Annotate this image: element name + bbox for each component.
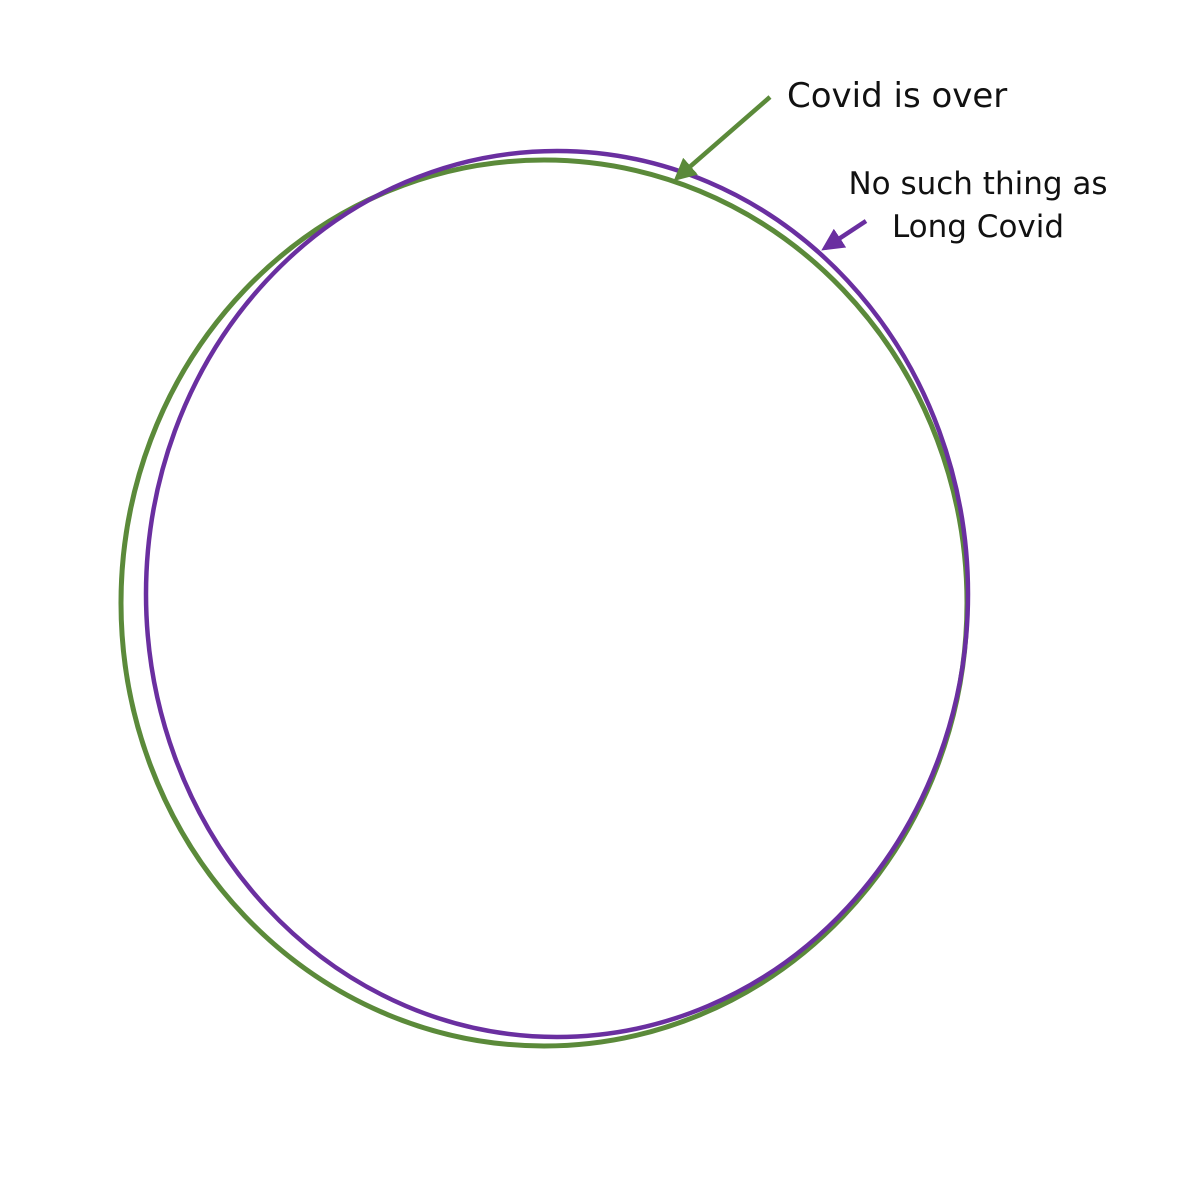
covid-is-over-label: Covid is over [787, 76, 1008, 116]
purple-arrow [821, 219, 868, 251]
purple-circle [143, 148, 971, 1040]
green-arrow [673, 95, 772, 181]
no-long-covid-label: No such thing as Long Covid [830, 163, 1126, 249]
no-long-covid-label-line-2: Long Covid [891, 209, 1065, 245]
no-long-covid-label-line-1: No such thing as [848, 166, 1108, 202]
